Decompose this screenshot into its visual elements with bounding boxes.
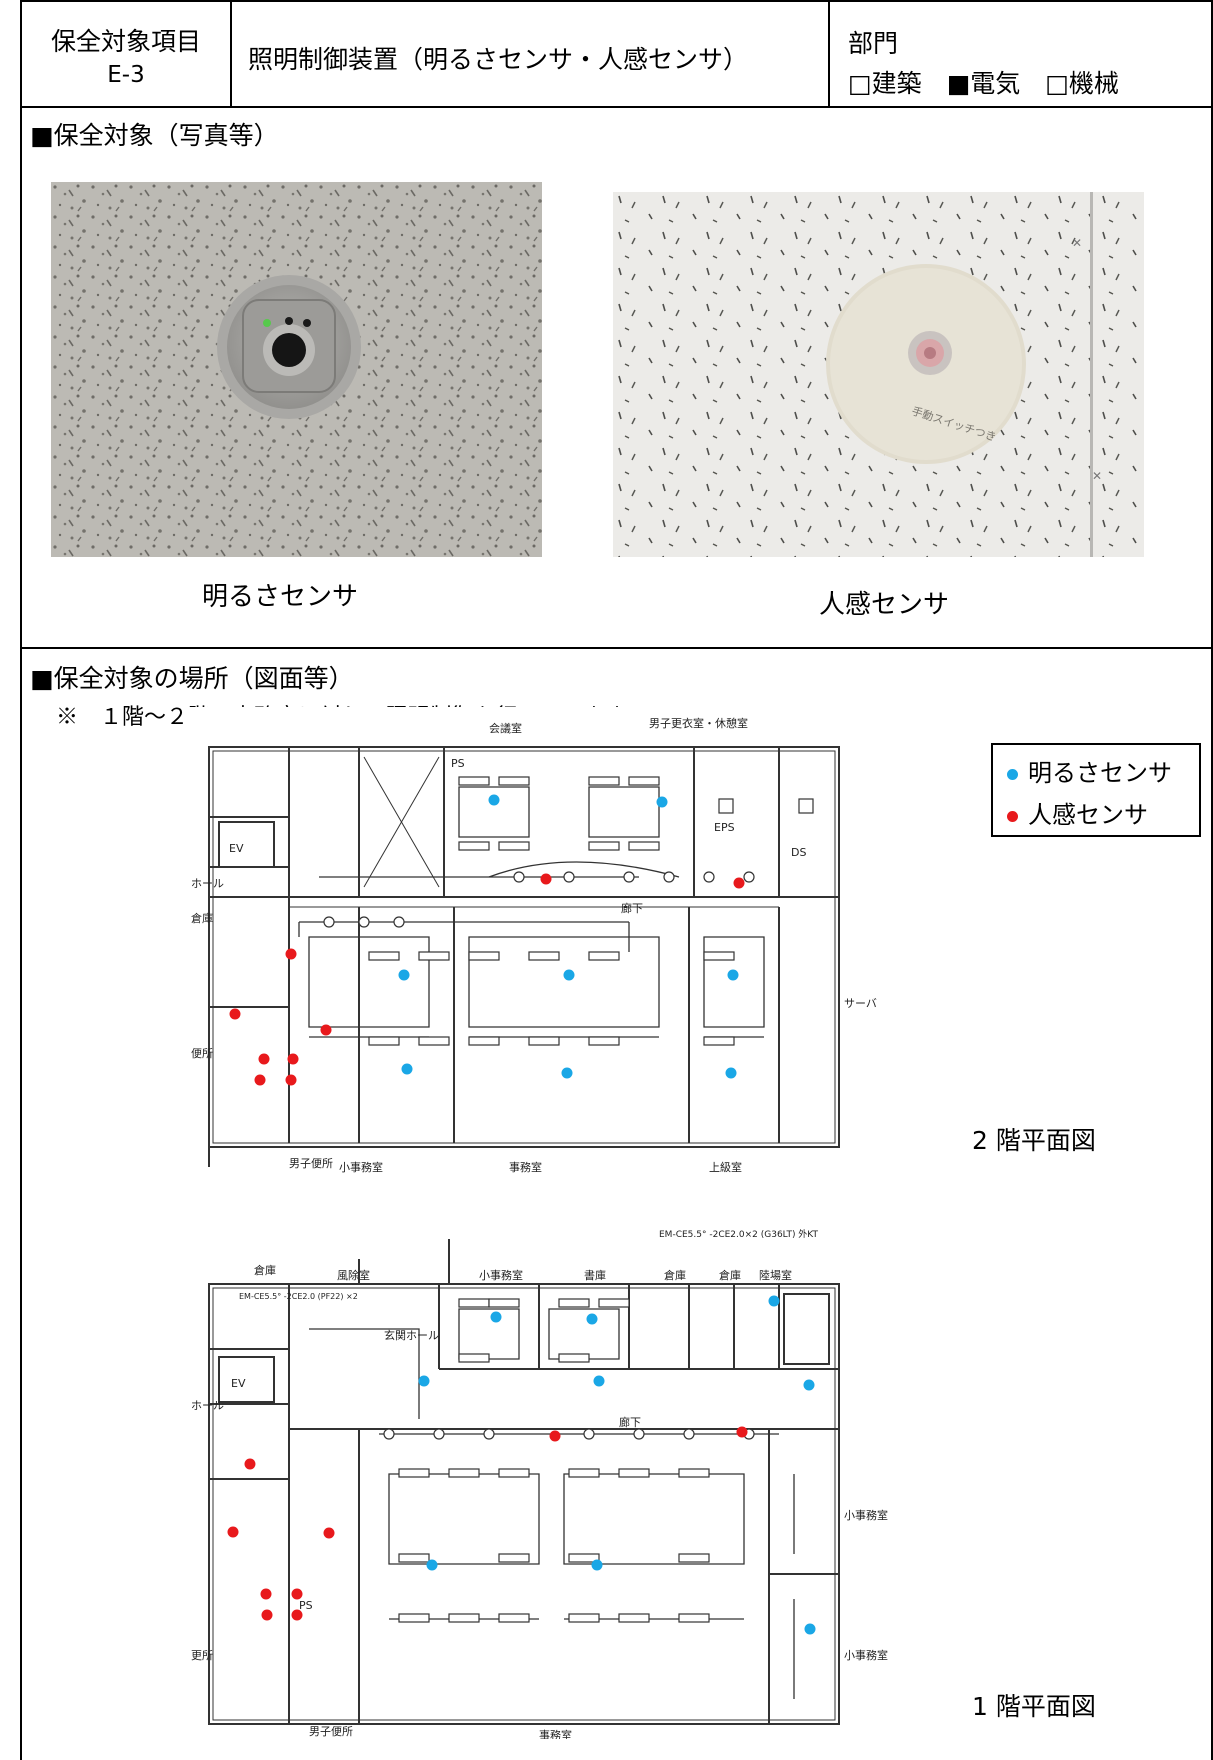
photos-section: ■保全対象（写真等）: [20, 106, 1213, 649]
svg-text:更所: 更所: [191, 1649, 213, 1662]
svg-text:事務室: 事務室: [509, 1160, 542, 1174]
floor1-spec2: EM-CE5.5° -2CE2.0 (PF22) ×2: [239, 1292, 358, 1301]
svg-text:倉庫: 倉庫: [254, 1263, 276, 1277]
svg-text:EV: EV: [229, 842, 244, 855]
svg-text:小事務室: 小事務室: [339, 1160, 383, 1174]
floor2-label: 2 階平面図: [972, 1126, 1096, 1155]
svg-text:書庫: 書庫: [584, 1268, 606, 1282]
svg-text:廊下: 廊下: [621, 901, 643, 915]
photos-section-title: ■保全対象（写真等）: [30, 121, 279, 150]
motion-sensor-photo: 手動スイッチつき ✕ ✕: [613, 192, 1144, 557]
svg-text:ホール: ホール: [191, 1399, 224, 1412]
svg-text:小事務室: 小事務室: [844, 1508, 888, 1522]
svg-text:廊下: 廊下: [619, 1415, 641, 1429]
motion-dot-icon: [1007, 810, 1018, 822]
svg-text:男子便所: 男子便所: [289, 1157, 333, 1170]
svg-text:小事務室: 小事務室: [844, 1648, 888, 1662]
svg-text:EPS: EPS: [714, 821, 735, 834]
department-options: □建築 ■電気 □機械: [848, 69, 1119, 98]
svg-text:✕: ✕: [1072, 236, 1082, 250]
svg-text:EV: EV: [231, 1377, 246, 1390]
svg-text:小事務室: 小事務室: [479, 1268, 523, 1282]
svg-text:✕: ✕: [1092, 469, 1102, 483]
brightness-dot-icon: [1007, 768, 1018, 780]
svg-text:便所: 便所: [191, 1047, 213, 1060]
legend-motion-label: 人感センサ: [1028, 801, 1148, 829]
svg-text:会議室: 会議室: [489, 721, 522, 735]
svg-text:男子便所: 男子便所: [309, 1725, 353, 1738]
sensor-legend: 明るさセンサ 人感センサ: [991, 743, 1201, 837]
svg-text:男子更衣室・休憩室: 男子更衣室・休憩室: [649, 716, 748, 730]
svg-text:倉庫: 倉庫: [719, 1268, 741, 1282]
location-section-title: ■保全対象の場所（図面等）: [30, 664, 354, 693]
svg-text:事務室: 事務室: [539, 1728, 572, 1739]
item-code: E-3: [107, 62, 145, 88]
svg-text:倉庫: 倉庫: [664, 1268, 686, 1282]
legend-brightness: 明るさセンサ: [1007, 753, 1172, 788]
header-table: 保全対象項目 E-3 照明制御装置（明るさセンサ・人感センサ） 部門 □建築 ■…: [20, 0, 1213, 108]
item-label: 保全対象項目: [50, 27, 201, 56]
item-name-cell: 照明制御装置（明るさセンサ・人感センサ）: [232, 2, 830, 106]
item-cell: 保全対象項目 E-3: [22, 2, 232, 106]
floor2-plan: 会議室 男子更衣室・休憩室 廊下 小事務室 事務室 上級室 男子便所 サーバ 便…: [189, 707, 949, 1177]
svg-text:風除室: 風除室: [337, 1268, 370, 1282]
svg-text:ホール: ホール: [191, 877, 224, 890]
department-label: 部門: [848, 29, 899, 58]
floor1-plan: 倉庫 風除室 小事務室 書庫 倉庫 倉庫 陸場室 玄関ホール 廊下 事務室 男子…: [189, 1219, 949, 1742]
legend-brightness-label: 明るさセンサ: [1028, 759, 1172, 787]
brightness-sensor-photo: [51, 182, 542, 557]
brightness-sensor-caption: 明るさセンサ: [202, 582, 359, 612]
floor1-label: 1 階平面図: [972, 1692, 1096, 1721]
svg-text:上級室: 上級室: [709, 1160, 742, 1174]
motion-sensor-caption: 人感センサ: [819, 590, 950, 620]
svg-text:サーバ: サーバ: [844, 997, 877, 1010]
svg-text:PS: PS: [299, 1599, 313, 1612]
svg-text:PS: PS: [451, 757, 465, 770]
department-cell: 部門 □建築 ■電気 □機械: [830, 2, 1211, 106]
floor1-spec: EM-CE5.5° -2CE2.0×2 (G36LT) 外KT: [659, 1228, 819, 1240]
legend-motion: 人感センサ: [1007, 795, 1148, 830]
svg-text:陸場室: 陸場室: [759, 1268, 792, 1282]
item-name: 照明制御装置（明るさセンサ・人感センサ）: [248, 45, 749, 74]
location-section: ■保全対象の場所（図面等） ※ １階～２階の事務室に対して照明制御を行っています…: [20, 647, 1213, 1760]
svg-text:玄関ホール: 玄関ホール: [384, 1328, 439, 1342]
svg-text:DS: DS: [791, 846, 806, 859]
svg-text:倉庫: 倉庫: [191, 911, 213, 925]
